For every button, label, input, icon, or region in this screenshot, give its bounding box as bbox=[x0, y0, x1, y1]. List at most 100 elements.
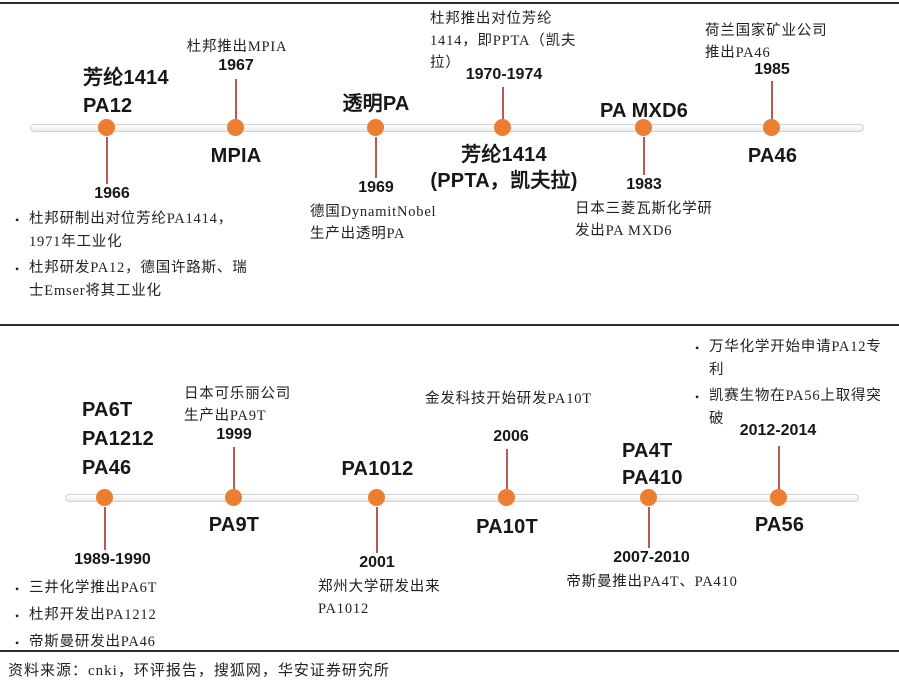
bullet-icon: • bbox=[695, 390, 701, 404]
note-bullet: • 杜邦研制出对位芳纶PA1414，1971年工业化 bbox=[15, 208, 250, 254]
note-line: 荷兰国家矿业公司 bbox=[705, 23, 828, 39]
event-year-1989-1990: 1989-1990 bbox=[74, 551, 151, 568]
event-label-line: PA4T bbox=[622, 440, 673, 462]
event-label-aramid1414-ppta: 芳纶1414 (PPTA，凯夫拉) bbox=[418, 142, 590, 194]
event-note-mitsubishi: 日本三菱瓦斯化学研发出PA MXD6 bbox=[575, 201, 713, 239]
event-year-2012-2014: 2012-2014 bbox=[739, 422, 817, 439]
note-bullet: • 万华化学开始申请PA12专利 bbox=[695, 336, 885, 382]
event-label-pa6t-pa1212-pa46: PA6T PA1212 PA46 bbox=[82, 396, 154, 483]
connector-1999 bbox=[233, 447, 235, 489]
bullet-icon: • bbox=[15, 636, 21, 650]
connector-2012-2014 bbox=[778, 446, 780, 489]
event-label-pa-mxd6: PA MXD6 bbox=[599, 100, 689, 122]
top-border-rule bbox=[0, 2, 899, 4]
note-line: 生产出透明PA bbox=[310, 226, 406, 242]
event-label-line: 芳纶1414 bbox=[461, 144, 547, 166]
event-note-ppta: 杜邦推出对位芳纶1414，即PPTA（凯夫拉） bbox=[430, 11, 577, 71]
event-label-line: PA410 bbox=[622, 467, 683, 489]
timeline-dot-1970-1974 bbox=[494, 119, 511, 136]
event-note-dsm-pa4t: 帝斯曼推出PA4T、PA410 bbox=[566, 574, 738, 590]
timeline-dot-1999 bbox=[225, 489, 242, 506]
bullet-icon: • bbox=[15, 262, 21, 276]
event-year-2006: 2006 bbox=[493, 428, 529, 445]
event-label-pa1012: PA1012 bbox=[341, 458, 414, 480]
timeline-dot-1966 bbox=[98, 119, 115, 136]
event-note-kuraray: 日本可乐丽公司生产出PA9T bbox=[184, 386, 292, 424]
section-divider-rule bbox=[0, 324, 899, 326]
event-label-aramid1414-pa12: 芳纶1414 PA12 bbox=[83, 64, 169, 120]
note-bullet: • 凯赛生物在PA56上取得突破 bbox=[695, 385, 885, 431]
event-label-line: PA12 bbox=[83, 95, 133, 117]
connector-1985 bbox=[771, 81, 773, 120]
timeline-dot-2006 bbox=[498, 489, 515, 506]
event-note-dynamitnobel: 德国DynamitNobel 生产出透明PA bbox=[310, 201, 480, 245]
note-text: 三井化学推出PA6T bbox=[29, 580, 158, 596]
note-text: 杜邦研制出对位芳纶PA1414，1971年工业化 bbox=[29, 211, 234, 250]
connector-1983 bbox=[643, 137, 645, 175]
event-note-mpia: 杜邦推出MPIA bbox=[186, 39, 288, 55]
event-label-line: PA1212 bbox=[82, 428, 154, 450]
event-year-2007-2010: 2007-2010 bbox=[613, 549, 690, 566]
connector-2001 bbox=[376, 507, 378, 553]
event-year-1985: 1985 bbox=[754, 61, 790, 78]
event-label-pa4t-pa410: PA4T PA410 bbox=[622, 438, 683, 492]
bullet-icon: • bbox=[15, 609, 21, 623]
timeline-dot-2007-2010 bbox=[640, 489, 657, 506]
timeline-dot-1989-1990 bbox=[96, 489, 113, 506]
event-label-line: PA46 bbox=[82, 457, 132, 479]
note-text: 杜邦开发出PA1212 bbox=[29, 607, 157, 623]
event-year-2001: 2001 bbox=[359, 554, 395, 571]
event-year-1999: 1999 bbox=[216, 426, 252, 443]
source-attribution: 资料来源：cnki，环评报告，搜狐网，华安证券研究所 bbox=[8, 663, 390, 679]
note-text: 帝斯曼研发出PA46 bbox=[29, 634, 156, 650]
note-bullet: • 帝斯曼研发出PA46 bbox=[15, 631, 260, 655]
connector-2007-2010 bbox=[648, 507, 650, 548]
note-text: 凯赛生物在PA56上取得突破 bbox=[709, 388, 882, 427]
timeline-dot-2012-2014 bbox=[770, 489, 787, 506]
event-label-transparent-pa: 透明PA bbox=[342, 93, 410, 115]
event-year-1970-1974: 1970-1974 bbox=[465, 66, 543, 83]
event-label-pa9t: PA9T bbox=[208, 514, 260, 536]
footer-divider-rule bbox=[0, 650, 899, 652]
event-label-mpia: MPIA bbox=[210, 145, 262, 167]
event-label-pa46: PA46 bbox=[747, 145, 798, 167]
event-label-line: 芳纶1414 bbox=[83, 67, 169, 89]
timeline-dot-2001 bbox=[368, 489, 385, 506]
event-notes-1989-1990: • 三井化学推出PA6T • 杜邦开发出PA1212 • 帝斯曼研发出PA46 bbox=[15, 577, 260, 658]
connector-1969 bbox=[375, 137, 377, 178]
event-label-pa10t: PA10T bbox=[476, 516, 538, 538]
timeline-dot-1967 bbox=[227, 119, 244, 136]
bullet-icon: • bbox=[15, 582, 21, 596]
event-notes-1966: • 杜邦研制出对位芳纶PA1414，1971年工业化 • 杜邦研发PA12，德国… bbox=[15, 208, 250, 306]
timeline-dot-1983 bbox=[635, 119, 652, 136]
connector-1966 bbox=[106, 137, 108, 184]
timeline-bar-top bbox=[30, 124, 864, 132]
timeline-dot-1985 bbox=[763, 119, 780, 136]
event-year-1966: 1966 bbox=[94, 185, 130, 202]
event-label-pa56: PA56 bbox=[754, 514, 805, 536]
event-note-zhengzhou: 郑州大学研发出来PA1012 bbox=[318, 579, 441, 617]
connector-1967 bbox=[235, 79, 237, 120]
event-label-line: PA6T bbox=[82, 399, 133, 421]
event-year-1967: 1967 bbox=[218, 57, 254, 74]
event-label-line: (PPTA，凯夫拉) bbox=[430, 170, 578, 192]
connector-2006 bbox=[506, 449, 508, 489]
bullet-icon: • bbox=[15, 213, 21, 227]
note-text: 万华化学开始申请PA12专利 bbox=[709, 339, 882, 378]
note-bullet: • 杜邦开发出PA1212 bbox=[15, 604, 260, 628]
note-bullet: • 杜邦研发PA12，德国许路斯、瑞士Emser将其工业化 bbox=[15, 257, 250, 303]
event-year-1983: 1983 bbox=[626, 176, 662, 193]
connector-1989-1990 bbox=[104, 507, 106, 550]
note-line: 推出PA46 bbox=[705, 45, 771, 61]
note-line: 德国DynamitNobel bbox=[310, 204, 437, 220]
timeline-bar-bottom bbox=[65, 494, 859, 502]
timeline-dot-1969 bbox=[367, 119, 384, 136]
note-text: 杜邦研发PA12，德国许路斯、瑞士Emser将其工业化 bbox=[29, 260, 248, 299]
event-year-1969: 1969 bbox=[358, 179, 394, 196]
connector-1970-1974 bbox=[502, 87, 504, 120]
note-bullet: • 三井化学推出PA6T bbox=[15, 577, 260, 601]
event-note-dsm-pa46: 荷兰国家矿业公司 推出PA46 bbox=[705, 20, 850, 64]
event-notes-2012-2014: • 万华化学开始申请PA12专利 • 凯赛生物在PA56上取得突破 bbox=[695, 336, 885, 434]
event-note-kingfa: 金发科技开始研发PA10T bbox=[425, 391, 592, 407]
